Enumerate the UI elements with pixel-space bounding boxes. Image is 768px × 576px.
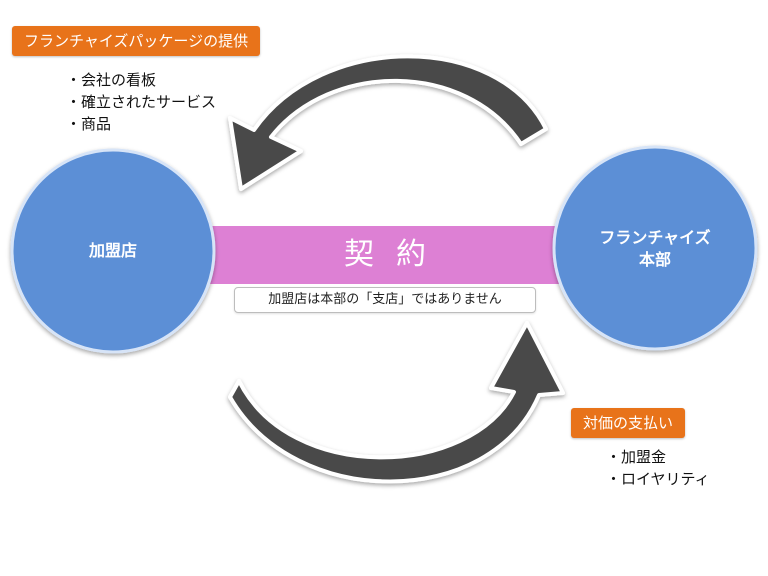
payment-item: ・加盟金 [606,448,667,466]
hq-circle [552,145,758,351]
franchisee-label: 加盟店 [88,241,137,260]
note-box: 加盟店は本部の「支店」ではありません [234,287,536,313]
payment-item: ・ロイヤリティ [606,470,710,488]
payment-list: ・加盟金 ・ロイヤリティ [606,446,710,490]
contract-band [200,226,570,284]
franchisee-circle [10,148,216,354]
package-label: フランチャイズパッケージの提供 [12,26,261,56]
package-item: ・確立されたサービス [66,93,217,111]
contract-text: 契約 [344,237,448,272]
hq-label-line2: 本部 [638,250,671,269]
package-item: ・会社の看板 [66,71,157,89]
lower-arrow [228,321,565,484]
hq-label: フランチャイズ 本部 [575,227,735,271]
package-item: ・商品 [66,115,112,133]
upper-arrow [228,54,548,191]
hq-label-line1: フランチャイズ [599,228,711,247]
payment-label: 対価の支払い [571,408,686,438]
package-list: ・会社の看板 ・確立されたサービス ・商品 [66,69,216,135]
